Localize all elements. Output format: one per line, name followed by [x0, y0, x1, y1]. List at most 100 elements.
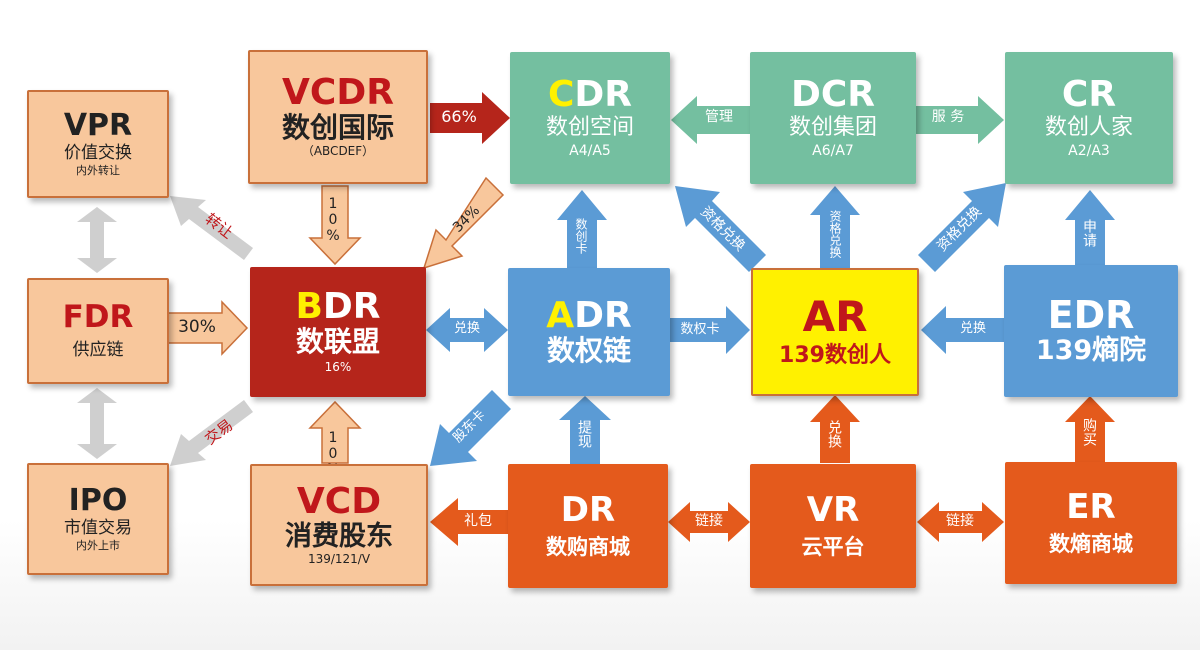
dr-vr-label: 链接: [695, 513, 723, 529]
er-to-edr-arrow: [1065, 396, 1115, 462]
dr-to-vcd-label: 礼包: [464, 513, 492, 529]
node-vcd-sub: 消费股东: [285, 520, 393, 552]
node-ipo: IPO 市值交易 内外上市: [27, 463, 169, 575]
node-cdr-title: CDR: [547, 73, 633, 115]
dr-to-adr-label: 提现: [576, 420, 592, 448]
node-bdr: BDR 数联盟 16%: [250, 267, 426, 397]
node-cr-title: CR: [1061, 73, 1117, 115]
node-vcdr-note: （ABCDEF）: [301, 144, 375, 159]
vcd-to-bdr-arrow: [308, 400, 362, 464]
edr-to-cr-label: 申请: [1081, 219, 1097, 247]
dcr-to-cr-label: 服 务: [931, 109, 965, 125]
vr-to-ar-arrow: [810, 395, 860, 463]
node-ar: AR 139数创人: [751, 268, 919, 396]
edr-to-cr-arrow: [1065, 190, 1115, 265]
adr-to-ar-arrow: [669, 306, 750, 354]
node-ar-sub: 139数创人: [779, 343, 891, 369]
node-dcr-title: DCR: [790, 73, 876, 115]
dr-to-adr-arrow: [559, 396, 611, 464]
fdr-to-bdr-label: 30%: [178, 317, 216, 337]
node-ipo-sub: 市值交易: [64, 517, 132, 538]
node-bdr-title-first: B: [295, 286, 323, 328]
dcr-to-cdr-arrow: [671, 96, 750, 144]
node-cdr-sub: 数创空间: [545, 114, 634, 140]
node-bdr-sub: 数联盟: [295, 325, 380, 358]
node-edr-title: EDR: [1047, 292, 1135, 337]
node-cdr-note: A4/A5: [569, 143, 611, 160]
fdr-to-bdr-arrow: [167, 300, 249, 356]
ar-to-cdr-arrow: [675, 186, 766, 272]
node-adr-sub: 数权链: [546, 333, 631, 367]
node-ipo-title: IPO: [68, 483, 128, 519]
node-dcr-sub: 数创集团: [788, 114, 877, 140]
node-dr-title: DR: [560, 490, 616, 531]
node-dcr-note: A6/A7: [812, 143, 854, 160]
node-vr-sub: 云平台: [801, 534, 865, 559]
node-edr: EDR 139熵院: [1004, 265, 1178, 397]
node-edr-sub: 139熵院: [1035, 335, 1147, 367]
edr-to-ar-arrow: [921, 306, 1004, 354]
adr-bdr-label: 兑换: [453, 321, 480, 336]
node-vcd-title: VCD: [296, 480, 382, 522]
node-vpr-note: 内外转让: [76, 163, 120, 177]
node-cdr-title-rest: DR: [574, 73, 633, 115]
ar-to-cr-arrow: [918, 183, 1006, 272]
adr-to-cdr-arrow: [557, 190, 607, 268]
vcdr-to-cdr-label: 66%: [441, 107, 477, 126]
vr-er-double-arrow: [917, 502, 1004, 542]
node-cr-sub: 数创人家: [1044, 114, 1133, 140]
vcdr-to-cdr-arrow: [430, 92, 510, 144]
node-vcdr: VCDR 数创国际 （ABCDEF）: [248, 50, 428, 184]
node-bdr-title-rest: DR: [322, 286, 381, 328]
dr-to-vcd-arrow: [430, 498, 508, 546]
vcdr-to-bdr-arrow: [308, 185, 362, 266]
adr-to-cdr-label: 数创卡: [574, 218, 588, 254]
er-to-edr-label: 购买: [1081, 418, 1097, 446]
ar-to-dcr-label: 资格兑换: [828, 210, 842, 258]
adr-to-vcd-arrow: [430, 390, 511, 466]
vcdr-to-bdr-label: 10%: [325, 196, 341, 244]
edr-to-ar-label: 兑换: [959, 321, 986, 336]
node-fdr-sub: 供应链: [72, 340, 124, 361]
vr-to-ar-label: 兑换: [826, 420, 842, 448]
node-er: ER 数熵商城: [1005, 462, 1177, 584]
node-vpr-sub: 价值交换: [64, 142, 132, 163]
node-cr-note: A2/A3: [1068, 143, 1110, 160]
node-adr: ADR 数权链: [508, 268, 670, 396]
node-ar-title: AR: [802, 292, 868, 342]
node-dcr: DCR 数创集团 A6/A7: [750, 52, 916, 184]
bdr-to-vpr-arrow: [170, 196, 253, 260]
node-dr-sub: 数购商城: [546, 534, 630, 559]
dcr-to-cr-arrow: [915, 96, 1004, 144]
node-vpr-title: VPR: [63, 108, 133, 144]
dr-vr-double-arrow: [668, 502, 750, 542]
vpr-fdr-double-arrow: [77, 207, 117, 273]
adr-to-ar-label: 数权卡: [680, 322, 720, 337]
bdr-to-ipo-arrow: [170, 400, 253, 466]
node-cr: CR 数创人家 A2/A3: [1005, 52, 1173, 184]
node-vr: VR 云平台: [750, 464, 916, 588]
node-adr-title: ADR: [546, 297, 631, 335]
node-fdr-title: FDR: [62, 298, 134, 335]
node-vcdr-sub: 数创国际: [281, 111, 394, 144]
node-er-sub: 数熵商城: [1049, 531, 1133, 556]
node-er-title: ER: [1066, 487, 1116, 528]
dcr-to-cdr-label: 管理: [705, 109, 733, 125]
node-vcdr-title: VCDR: [282, 72, 394, 114]
ar-to-dcr-arrow: [810, 186, 860, 268]
node-bdr-note: 16%: [324, 360, 352, 375]
node-vpr: VPR 价值交换 内外转让: [27, 90, 169, 198]
adr-bdr-double-arrow: [426, 308, 508, 352]
vcdr-diag-bdr-arrow: [422, 176, 505, 270]
fdr-ipo-double-arrow: [77, 388, 117, 459]
node-cdr-title-first: C: [547, 73, 575, 115]
node-adr-title-rest: DR: [574, 295, 632, 336]
node-vcd: VCD 消费股东 139/121/V: [250, 464, 428, 586]
node-vr-title: VR: [806, 490, 860, 531]
node-dr: DR 数购商城: [508, 464, 668, 588]
node-cdr: CDR 数创空间 A4/A5: [510, 52, 670, 184]
node-ipo-note: 内外上市: [76, 538, 120, 552]
node-adr-title-first: A: [546, 295, 575, 336]
